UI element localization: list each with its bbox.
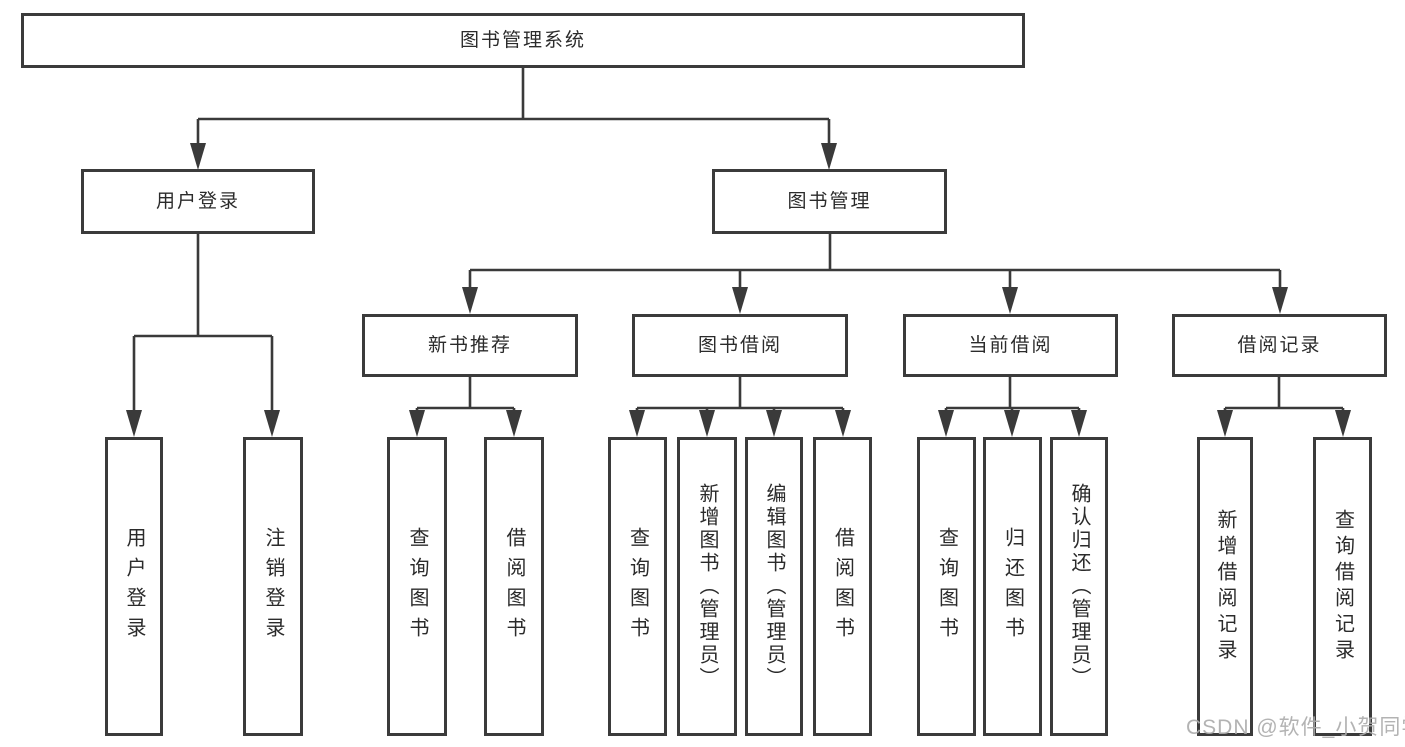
node-new-book-rec: 新书推荐: [362, 314, 578, 377]
leaf-current-query-label: 查询图书: [935, 526, 958, 647]
leaf-newbook-query: 查询图书: [387, 437, 447, 736]
leaf-borrow-edit-label: 编辑图书（管理员）: [763, 483, 785, 690]
node-root-label: 图书管理系统: [459, 30, 586, 51]
node-user-login: 用户登录: [81, 169, 315, 234]
connector-new-book-children: [409, 377, 522, 437]
node-current-borrow: 当前借阅: [903, 314, 1118, 377]
leaf-current-query: 查询图书: [917, 437, 976, 736]
node-book-mgmt: 图书管理: [712, 169, 947, 234]
node-current-borrow-label: 当前借阅: [968, 335, 1053, 356]
node-book-borrow: 图书借阅: [632, 314, 848, 377]
leaf-current-return-label: 归还图书: [1001, 526, 1024, 647]
leaf-borrow-borrow-label: 借阅图书: [831, 526, 854, 647]
leaf-record-query-label: 查询借阅记录: [1331, 508, 1354, 665]
leaf-record-add-label: 新增借阅记录: [1214, 508, 1236, 665]
leaf-borrow-query-label: 查询图书: [626, 526, 649, 647]
node-borrow-record: 借阅记录: [1172, 314, 1387, 377]
csdn-watermark: CSDN @软件_小贺同学: [1186, 716, 1405, 739]
leaf-current-confirm-label: 确认归还（管理员）: [1068, 483, 1090, 690]
leaf-logout: 注销登录: [243, 437, 303, 736]
leaf-current-confirm: 确认归还（管理员）: [1050, 437, 1108, 736]
leaf-current-return: 归还图书: [983, 437, 1042, 736]
node-new-book-rec-label: 新书推荐: [427, 335, 512, 356]
leaf-user-login-label: 用户登录: [123, 526, 145, 647]
leaf-newbook-borrow-label: 借阅图书: [503, 526, 525, 647]
leaf-record-add: 新增借阅记录: [1197, 437, 1253, 736]
connector-root-to-level2: [190, 68, 837, 170]
node-user-login-label: 用户登录: [155, 191, 240, 212]
leaf-borrow-edit: 编辑图书（管理员）: [745, 437, 803, 736]
connector-book-borrow-children: [629, 377, 851, 437]
connector-borrow-record-children: [1217, 377, 1351, 437]
node-book-mgmt-label: 图书管理: [787, 191, 872, 212]
node-book-borrow-label: 图书借阅: [697, 335, 782, 356]
leaf-record-query: 查询借阅记录: [1313, 437, 1372, 736]
leaf-user-login: 用户登录: [105, 437, 163, 736]
leaf-borrow-add: 新增图书（管理员）: [677, 437, 737, 736]
leaf-newbook-query-label: 查询图书: [406, 526, 428, 647]
connector-book-mgmt-children: [462, 234, 1288, 314]
node-root: 图书管理系统: [21, 13, 1025, 68]
leaf-logout-label: 注销登录: [262, 526, 284, 647]
leaf-borrow-query: 查询图书: [608, 437, 667, 736]
leaf-newbook-borrow: 借阅图书: [484, 437, 544, 736]
leaf-borrow-add-label: 新增图书（管理员）: [696, 483, 718, 690]
connector-current-borrow-children: [938, 377, 1087, 437]
node-borrow-record-label: 借阅记录: [1237, 335, 1322, 356]
leaf-borrow-borrow: 借阅图书: [813, 437, 872, 736]
connector-user-login-children: [126, 234, 280, 437]
